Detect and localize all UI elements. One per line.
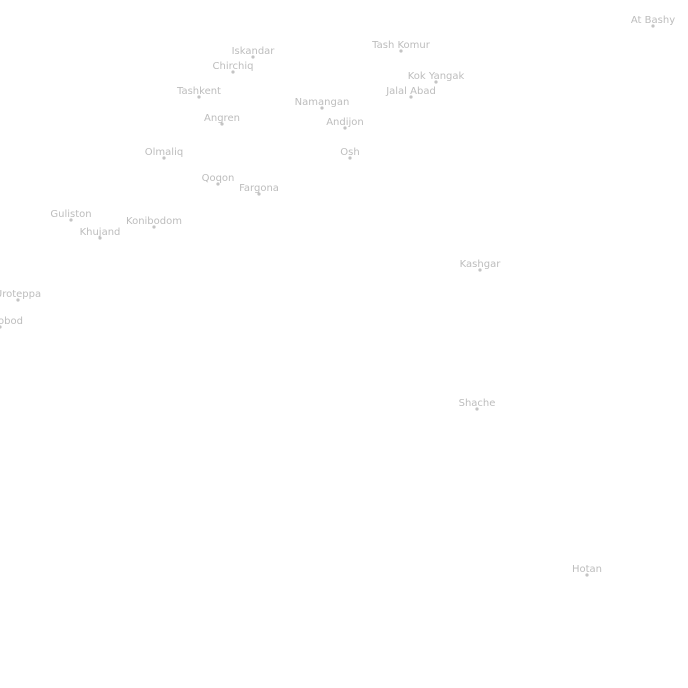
city-label: Tashkent xyxy=(176,86,221,97)
city-label: Hotan xyxy=(572,564,602,575)
city-label: Andijon xyxy=(326,117,364,128)
city-dot xyxy=(478,268,482,272)
city-marker: Fargona xyxy=(239,183,279,196)
city-marker: Andijon xyxy=(326,117,364,130)
city-dot xyxy=(475,407,479,411)
city-marker: Tashkent xyxy=(176,86,221,99)
city-label: Chirchiq xyxy=(213,61,254,72)
city-marker: Kashgar xyxy=(460,259,502,272)
city-dot xyxy=(98,236,102,240)
city-marker: Angren xyxy=(204,113,240,126)
city-marker: Guliston xyxy=(50,209,92,222)
city-label: At Bashy xyxy=(631,15,675,26)
city-dot xyxy=(257,192,261,196)
city-marker: Konibodom xyxy=(126,216,182,229)
city-label: Jalal Abad xyxy=(385,86,436,97)
city-label: Qoqon xyxy=(202,173,235,184)
city-dot xyxy=(216,182,220,186)
city-marker: Kok Yangak xyxy=(408,71,465,84)
city-label: obod xyxy=(0,316,23,327)
city-label: Fargona xyxy=(239,183,279,194)
city-dot xyxy=(220,122,224,126)
city-dot xyxy=(434,80,438,84)
city-dot xyxy=(0,325,2,329)
city-marker: Shache xyxy=(459,398,496,411)
city-label: Kashgar xyxy=(460,259,502,270)
city-dot xyxy=(651,24,655,28)
city-marker: Olmaliq xyxy=(145,147,183,160)
city-label: Konibodom xyxy=(126,216,182,227)
city-marker: Tash Komur xyxy=(371,40,431,53)
city-marker: Qoqon xyxy=(202,173,235,186)
city-dot xyxy=(152,225,156,229)
city-dot xyxy=(585,573,589,577)
city-dot xyxy=(320,106,324,110)
city-marker: Khujand xyxy=(80,227,121,240)
city-label: Tash Komur xyxy=(371,40,431,51)
city-label: Guliston xyxy=(50,209,91,220)
city-marker: Chirchiq xyxy=(213,61,254,74)
city-dot xyxy=(251,55,255,59)
city-marker: Iskandar xyxy=(232,46,276,59)
city-marker: Uroteppa xyxy=(0,289,41,302)
city-label: Osh xyxy=(340,147,359,158)
city-dot xyxy=(409,95,413,99)
city-dot xyxy=(348,156,352,160)
city-dot xyxy=(162,156,166,160)
city-dot xyxy=(69,218,73,222)
city-label: Khujand xyxy=(80,227,121,238)
city-dot xyxy=(197,95,201,99)
city-label: Uroteppa xyxy=(0,289,41,300)
city-label: Iskandar xyxy=(232,46,276,57)
city-marker: Jalal Abad xyxy=(385,86,436,99)
city-dot xyxy=(343,126,347,130)
city-label: Angren xyxy=(204,113,240,124)
city-dot xyxy=(231,70,235,74)
city-marker: At Bashy xyxy=(631,15,675,28)
city-dot xyxy=(16,298,20,302)
city-marker: Hotan xyxy=(572,564,602,577)
city-label: Kok Yangak xyxy=(408,71,465,82)
city-marker: obod xyxy=(0,316,23,329)
city-label: Namangan xyxy=(295,97,350,108)
city-label: Olmaliq xyxy=(145,147,183,158)
city-label: Shache xyxy=(459,398,496,409)
city-marker: Namangan xyxy=(295,97,350,110)
city-marker: Osh xyxy=(340,147,360,160)
city-dot xyxy=(399,49,403,53)
